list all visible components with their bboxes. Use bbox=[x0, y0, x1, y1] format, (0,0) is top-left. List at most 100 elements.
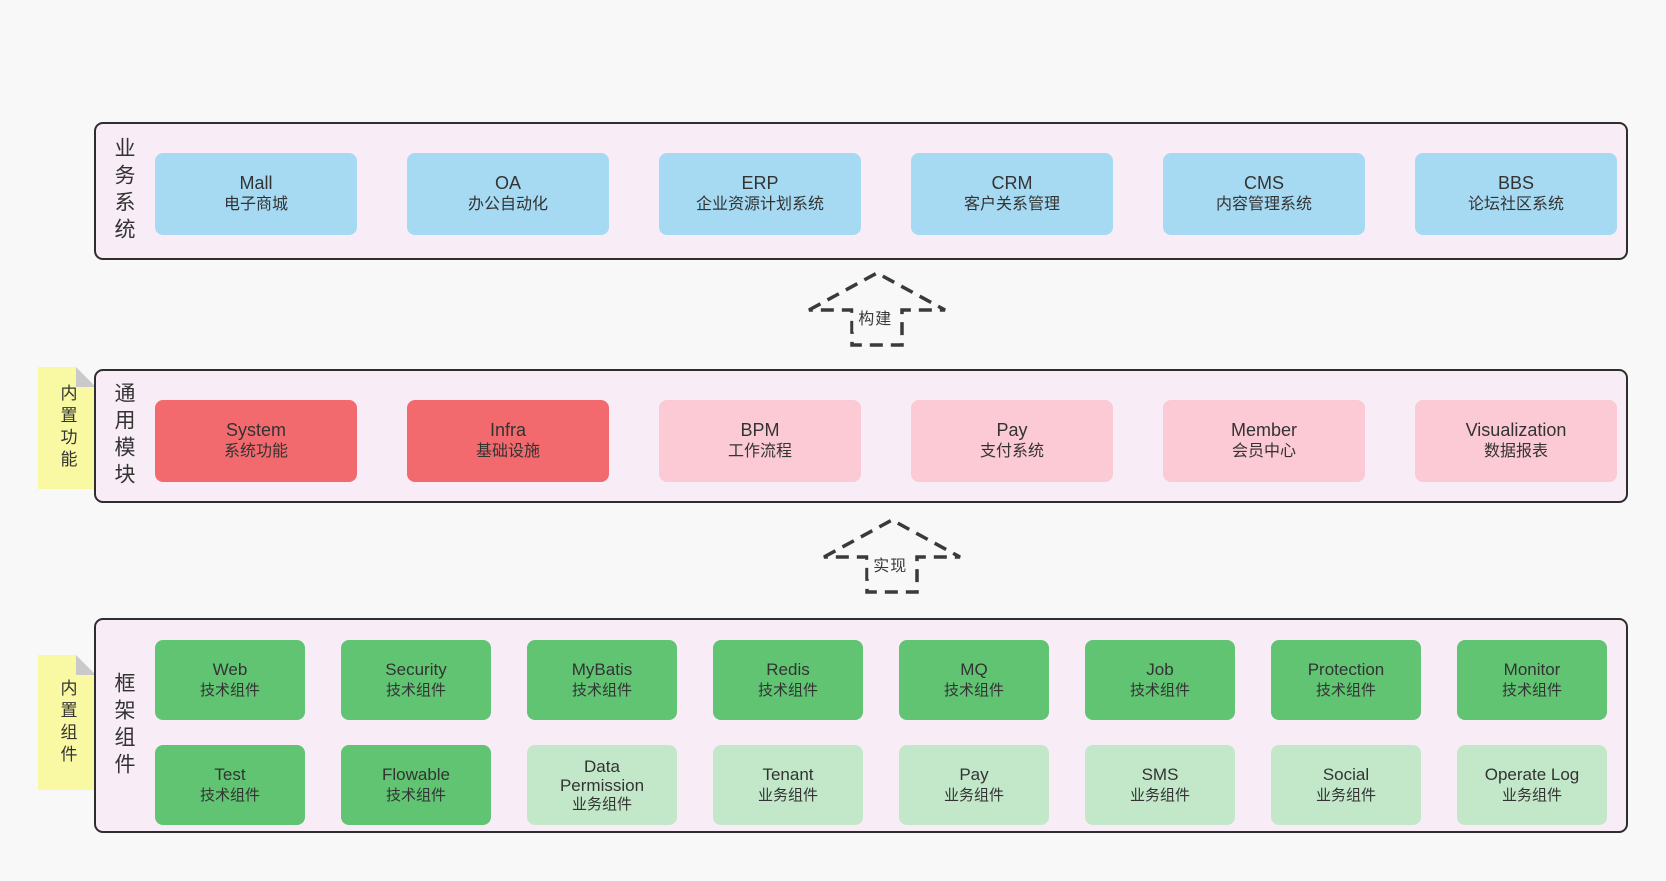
box-mybatis: MyBatis 技术组件 bbox=[527, 640, 677, 720]
box-name: SMS bbox=[1141, 765, 1179, 785]
up-block-arrow-icon bbox=[823, 518, 961, 594]
sticky-fold-corner-icon bbox=[76, 367, 96, 387]
box-name: Protection bbox=[1307, 660, 1385, 680]
box-desc: 电子商城 bbox=[223, 196, 288, 214]
box-desc: 企业资源计划系统 bbox=[695, 196, 824, 214]
sticky-fold-corner-icon bbox=[76, 655, 96, 675]
box-pay-component: Pay 业务组件 bbox=[899, 745, 1049, 825]
box-name: Redis bbox=[766, 660, 810, 680]
box-test: Test 技术组件 bbox=[155, 745, 305, 825]
box-name: BPM bbox=[740, 419, 780, 440]
dashed-up-arrow-implement: 实现 bbox=[822, 517, 962, 595]
band-business-systems: 业务系统 Mall 电子商城 OA 办公自动化 ERP 企业资源计划系统 CRM… bbox=[94, 122, 1628, 260]
band-label: 框架组件 bbox=[112, 671, 135, 780]
box-web: Web 技术组件 bbox=[155, 640, 305, 720]
box-social: Social 业务组件 bbox=[1271, 745, 1421, 825]
box-mall: Mall 电子商城 bbox=[155, 153, 357, 235]
arrow-label-build: 构建 bbox=[853, 302, 898, 332]
box-bpm: BPM 工作流程 bbox=[659, 400, 861, 482]
box-data-permission: Data Permission 业务组件 bbox=[527, 745, 677, 825]
box-name: ERP bbox=[741, 172, 779, 193]
band-label: 通用模块 bbox=[112, 382, 135, 490]
box-job: Job 技术组件 bbox=[1085, 640, 1235, 720]
band-label: 业务系统 bbox=[112, 137, 135, 245]
box-name: Job bbox=[1146, 660, 1174, 680]
box-sms: SMS 业务组件 bbox=[1085, 745, 1235, 825]
box-erp: ERP 企业资源计划系统 bbox=[659, 153, 861, 235]
box-name: Tenant bbox=[762, 765, 814, 785]
box-crm: CRM 客户关系管理 bbox=[911, 153, 1113, 235]
box-name: Visualization bbox=[1465, 419, 1567, 440]
box-desc: 业务组件 bbox=[1501, 787, 1562, 805]
box-desc: 工作流程 bbox=[727, 443, 792, 461]
box-desc: 会员中心 bbox=[1231, 443, 1296, 461]
box-desc: 客户关系管理 bbox=[963, 196, 1060, 214]
box-system: System 系统功能 bbox=[155, 400, 357, 482]
box-name: MQ bbox=[960, 660, 988, 680]
sticky-note-built-in-features: 内置功能 bbox=[38, 367, 96, 489]
box-name: Test bbox=[214, 765, 246, 785]
framework-row-1: Web 技术组件 Security 技术组件 MyBatis 技术组件 Redi… bbox=[155, 640, 1607, 720]
box-pay-system: Pay 支付系统 bbox=[911, 400, 1113, 482]
box-desc: 业务组件 bbox=[1315, 787, 1376, 805]
box-monitor: Monitor 技术组件 bbox=[1457, 640, 1607, 720]
sticky-note-label: 内置组件 bbox=[57, 678, 77, 767]
box-desc: 技术组件 bbox=[757, 682, 818, 700]
box-cms: CMS 内容管理系统 bbox=[1163, 153, 1365, 235]
box-oa: OA 办公自动化 bbox=[407, 153, 609, 235]
box-visualization: Visualization 数据报表 bbox=[1415, 400, 1617, 482]
box-desc: 技术组件 bbox=[1315, 682, 1376, 700]
box-desc: 技术组件 bbox=[1501, 682, 1562, 700]
sticky-note-label: 内置功能 bbox=[57, 384, 77, 472]
box-name: Infra bbox=[489, 419, 527, 440]
box-name: Member bbox=[1230, 419, 1297, 440]
box-name: Data Permission bbox=[559, 756, 645, 796]
band-common-modules: 通用模块 System 系统功能 Infra 基础设施 BPM 工作流程 Pay… bbox=[94, 369, 1628, 503]
arrow-label-implement: 实现 bbox=[868, 549, 913, 579]
box-desc: 技术组件 bbox=[943, 682, 1004, 700]
box-desc: 业务组件 bbox=[943, 787, 1004, 805]
box-desc: 数据报表 bbox=[1483, 443, 1548, 461]
box-name: BBS bbox=[1497, 172, 1535, 193]
box-bbs: BBS 论坛社区系统 bbox=[1415, 153, 1617, 235]
framework-row-2: Test 技术组件 Flowable 技术组件 Data Permission … bbox=[155, 745, 1607, 825]
box-name: Security bbox=[385, 660, 447, 680]
box-desc: 技术组件 bbox=[385, 787, 446, 805]
box-name: Social bbox=[1322, 765, 1370, 785]
box-name: System bbox=[225, 419, 286, 440]
box-name: CRM bbox=[991, 172, 1033, 193]
box-member: Member 会员中心 bbox=[1163, 400, 1365, 482]
box-name: Mall bbox=[239, 172, 273, 193]
box-desc: 论坛社区系统 bbox=[1467, 196, 1564, 214]
modules-box-row: System 系统功能 Infra 基础设施 BPM 工作流程 Pay 支付系统… bbox=[155, 400, 1617, 482]
band-framework-components: 框架组件 Web 技术组件 Security 技术组件 MyBatis 技术组件… bbox=[94, 618, 1628, 833]
box-protection: Protection 技术组件 bbox=[1271, 640, 1421, 720]
box-desc: 业务组件 bbox=[757, 787, 818, 805]
up-block-arrow-icon bbox=[808, 271, 946, 347]
box-desc: 技术组件 bbox=[1129, 682, 1190, 700]
box-desc: 系统功能 bbox=[223, 443, 288, 461]
box-desc: 基础设施 bbox=[475, 443, 540, 461]
box-infra: Infra 基础设施 bbox=[407, 400, 609, 482]
box-desc: 技术组件 bbox=[385, 682, 446, 700]
box-mq: MQ 技术组件 bbox=[899, 640, 1049, 720]
box-desc: 技术组件 bbox=[571, 682, 632, 700]
box-name: Pay bbox=[996, 419, 1028, 440]
box-name: Flowable bbox=[381, 765, 451, 785]
sticky-note-built-in-components: 内置组件 bbox=[38, 655, 96, 790]
box-tenant: Tenant 业务组件 bbox=[713, 745, 863, 825]
box-desc: 支付系统 bbox=[979, 443, 1044, 461]
dashed-up-arrow-build: 构建 bbox=[807, 270, 947, 348]
box-name: Web bbox=[212, 660, 248, 680]
box-redis: Redis 技术组件 bbox=[713, 640, 863, 720]
box-name: CMS bbox=[1244, 172, 1284, 193]
box-desc: 业务组件 bbox=[571, 795, 632, 813]
box-security: Security 技术组件 bbox=[341, 640, 491, 720]
box-name: MyBatis bbox=[571, 660, 633, 680]
box-name: OA bbox=[494, 172, 521, 193]
box-name: Monitor bbox=[1503, 660, 1561, 680]
box-desc: 业务组件 bbox=[1129, 787, 1190, 805]
box-desc: 技术组件 bbox=[199, 787, 260, 805]
box-operate-log: Operate Log 业务组件 bbox=[1457, 745, 1607, 825]
